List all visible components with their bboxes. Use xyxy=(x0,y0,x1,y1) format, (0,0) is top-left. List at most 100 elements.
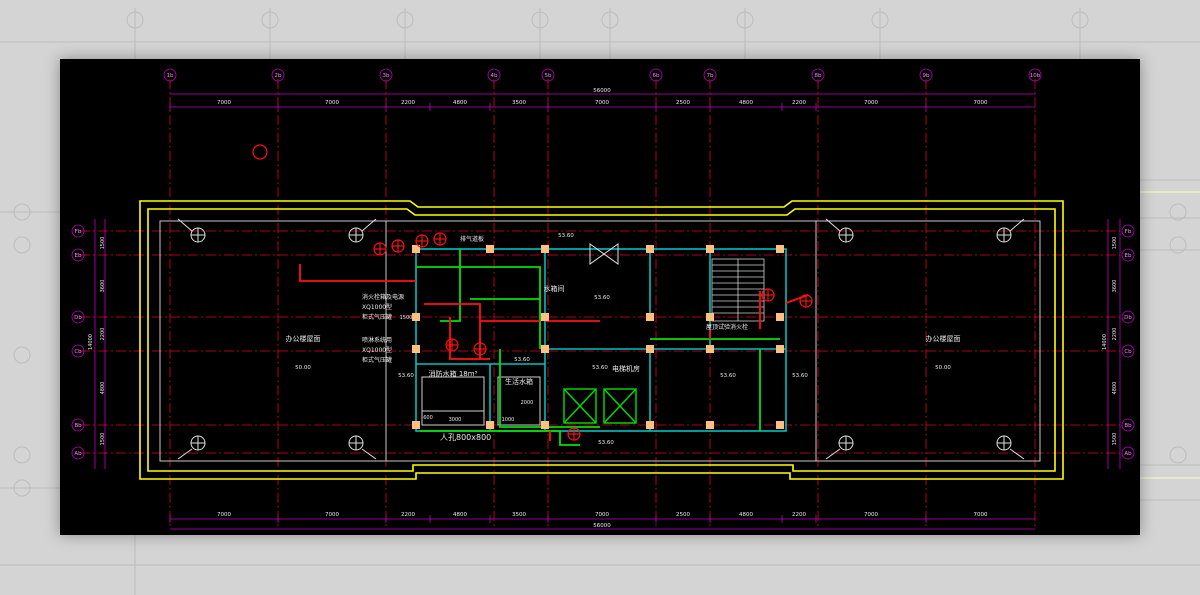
axis-label-col: 5b xyxy=(545,73,552,79)
annotation-fire-hydrant-line2: XQ1000型 xyxy=(362,303,392,311)
annotation-test-hydrant: 屋顶试验消火栓 xyxy=(706,323,748,331)
axis-bubble xyxy=(703,68,717,82)
annotation-spray-line2: XQ1000型 xyxy=(362,346,392,354)
red-pipes xyxy=(299,264,809,441)
axis-label-col: 2b xyxy=(275,73,282,79)
dimension-bottom: 4800 xyxy=(739,512,753,518)
axis-label-col: 1b xyxy=(167,73,174,79)
roof-inner-edge xyxy=(159,220,1041,462)
annotation-spray-line1: 喷淋系统用 xyxy=(362,336,392,344)
valve-icon xyxy=(252,144,268,160)
axis-label-row: Eb xyxy=(75,253,82,259)
axis-bubble xyxy=(271,68,285,82)
dimension-bottom: 2200 xyxy=(401,512,415,518)
level-tank-room: 53.60 xyxy=(398,373,414,379)
top-dimension-lines xyxy=(170,93,1035,108)
dimension-right: 3600 xyxy=(1112,280,1118,293)
column xyxy=(776,345,784,353)
column xyxy=(541,421,549,429)
dimension-bottom-total: 56000 xyxy=(593,523,611,529)
dimension-bottom: 7000 xyxy=(325,512,339,518)
dimension-top: 3500 xyxy=(512,100,526,106)
axis-label-col: 4b xyxy=(491,73,498,79)
dimension-top: 7000 xyxy=(217,100,231,106)
dimension-bottom: 3500 xyxy=(512,512,526,518)
dimension-right: 1500 xyxy=(1112,433,1118,446)
axis-label-col: 8b xyxy=(815,73,822,79)
small-dim-1: 600 xyxy=(423,415,433,421)
column xyxy=(486,245,494,253)
column xyxy=(706,421,714,429)
annotation-fire-hydrant-line1: 消火栓箱及电源 xyxy=(362,293,404,301)
axis-bubble xyxy=(71,310,85,324)
column xyxy=(776,421,784,429)
dimension-top: 4800 xyxy=(739,100,753,106)
level-right-roof: 50.00 xyxy=(935,365,951,371)
elevator-machines xyxy=(563,388,637,424)
level-right-core: 53.60 xyxy=(792,373,808,379)
dimension-top: 7000 xyxy=(325,100,339,106)
column xyxy=(776,313,784,321)
level-left-roof: 50.00 xyxy=(295,365,311,371)
axis-bubble xyxy=(541,68,555,82)
axis-label-row: Cb xyxy=(74,349,82,355)
column xyxy=(646,345,654,353)
structural-columns xyxy=(412,245,784,429)
axis-label-row: Db xyxy=(74,315,82,321)
dimension-bottom: 2500 xyxy=(676,512,690,518)
room-label-fire-water-tank: 消防水箱 18m³ xyxy=(429,369,478,378)
roof-drain-icon xyxy=(348,435,377,460)
axis-bubble xyxy=(919,68,933,82)
axis-label-row: Ab xyxy=(1124,451,1132,457)
axis-label-row: Cb xyxy=(1124,349,1132,355)
small-dim-2: 2000 xyxy=(521,400,534,406)
axis-bubble xyxy=(649,68,663,82)
level-elev-room: 53.60 xyxy=(592,365,608,371)
axis-label-col: 6b xyxy=(653,73,660,79)
bottom-dimension-lines xyxy=(170,518,1035,530)
axis-bubble xyxy=(1121,344,1135,358)
roof-drain-icon xyxy=(825,435,854,460)
water-tanks xyxy=(421,376,541,426)
axis-bubble xyxy=(71,418,85,432)
level-core-top: 53.60 xyxy=(558,233,574,239)
side-dimension-lines xyxy=(94,219,1121,469)
axis-bubble xyxy=(71,224,85,238)
roof-drain-icon xyxy=(996,218,1025,243)
valve-symbols xyxy=(252,144,813,441)
valve-icon xyxy=(433,232,447,246)
level-bottom-core: 53.60 xyxy=(598,440,614,446)
axis-bubble xyxy=(1028,68,1042,82)
column xyxy=(776,245,784,253)
dimension-left: 2200 xyxy=(100,328,106,341)
column xyxy=(412,245,420,253)
roof-drain-icon xyxy=(177,218,206,243)
dimension-top: 7000 xyxy=(974,100,988,106)
room-label-life-water-tank: 生活水箱 xyxy=(505,377,533,386)
annotation-exhaust-fan: 排气道板 xyxy=(460,235,484,243)
valve-icon xyxy=(445,338,459,352)
level-water-room: 53.60 xyxy=(594,295,610,301)
column xyxy=(412,421,420,429)
roof-drain-symbols xyxy=(177,218,1025,460)
dimension-top: 2200 xyxy=(792,100,806,106)
axis-grid-lines xyxy=(80,79,1120,529)
annotation-spray-line3: 柜式气压罐 xyxy=(362,356,392,364)
axis-bubble xyxy=(71,248,85,262)
dimension-left: 1500 xyxy=(100,433,106,446)
column xyxy=(646,313,654,321)
valve-icon xyxy=(373,242,387,256)
column xyxy=(412,345,420,353)
axis-label-col: 7b xyxy=(707,73,714,79)
axis-bubble xyxy=(1121,248,1135,262)
axis-bubble xyxy=(163,68,177,82)
column xyxy=(646,245,654,253)
roof-drain-icon xyxy=(996,435,1025,460)
column xyxy=(706,313,714,321)
axis-label-col: 9b xyxy=(923,73,930,79)
column xyxy=(706,245,714,253)
dimension-left: 4800 xyxy=(100,382,106,395)
axis-label-row: Fb xyxy=(1125,229,1132,235)
